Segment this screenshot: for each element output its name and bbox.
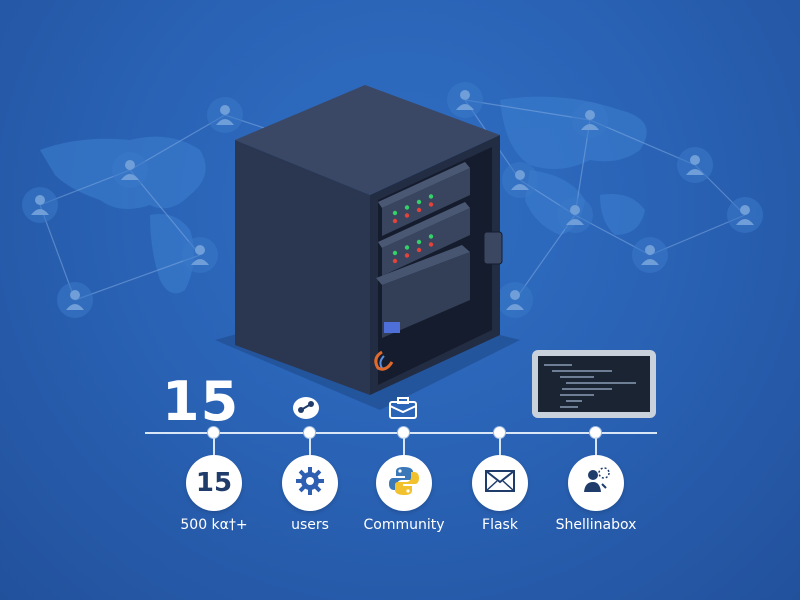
led-green bbox=[392, 210, 398, 216]
server-front bbox=[235, 140, 370, 395]
cable bbox=[374, 350, 394, 371]
led-red bbox=[416, 247, 422, 253]
timeline-node bbox=[398, 427, 409, 438]
rack-unit-1 bbox=[382, 168, 470, 236]
person-node-icon bbox=[112, 152, 148, 188]
headline-number: 15 bbox=[162, 370, 240, 433]
server-rack bbox=[235, 85, 503, 395]
person-node-icon bbox=[447, 82, 483, 118]
person-node-icon bbox=[677, 147, 713, 183]
gear-icon bbox=[294, 465, 326, 502]
timeline-node bbox=[304, 427, 315, 438]
led-red bbox=[416, 207, 422, 213]
person-node-icon bbox=[497, 282, 533, 318]
led-red bbox=[392, 218, 398, 224]
person-node-icon bbox=[207, 97, 243, 133]
person-node-icon bbox=[727, 197, 763, 233]
led-red bbox=[404, 253, 410, 258]
led-green bbox=[404, 205, 410, 210]
person-node-icon bbox=[57, 282, 93, 318]
rack-unit-3 bbox=[382, 252, 470, 338]
person-node-icon bbox=[502, 162, 538, 198]
timeline-node bbox=[590, 427, 601, 438]
step-circle-shellinabox bbox=[568, 455, 624, 511]
step-label-users: users bbox=[291, 517, 329, 533]
step-label-community: Community bbox=[363, 517, 445, 533]
rack-handle bbox=[483, 231, 503, 265]
person-node-icon bbox=[632, 237, 668, 273]
led-red bbox=[392, 258, 398, 264]
led-red bbox=[428, 202, 434, 207]
person-node-icon bbox=[572, 102, 608, 138]
led-red bbox=[404, 213, 410, 218]
led-green bbox=[428, 194, 434, 199]
led-green bbox=[416, 239, 422, 245]
led-green bbox=[428, 234, 434, 239]
terminal-text-lines bbox=[544, 364, 636, 408]
step-count-number: 15 bbox=[195, 468, 233, 498]
user-shield-icon bbox=[579, 464, 613, 503]
step-label-flask: Flask bbox=[482, 517, 518, 533]
timeline-node bbox=[208, 427, 219, 438]
step-label-users-count: 500 kα†+ bbox=[180, 517, 248, 533]
person-node-icon bbox=[557, 197, 593, 233]
person-node-icon bbox=[182, 237, 218, 273]
timeline-node bbox=[494, 427, 505, 438]
briefcase-icon bbox=[388, 396, 418, 425]
step-circle-count: 15 bbox=[186, 455, 242, 511]
step-circle-community bbox=[376, 455, 432, 511]
rack-unit-2 bbox=[382, 208, 470, 276]
led-green bbox=[392, 250, 398, 256]
status-leds bbox=[392, 194, 434, 264]
server-top bbox=[235, 85, 500, 195]
step-circle-flask bbox=[472, 455, 528, 511]
led-green bbox=[416, 199, 422, 205]
led-red bbox=[428, 242, 434, 247]
share-icon bbox=[292, 396, 320, 425]
port-indicator bbox=[384, 322, 400, 333]
step-circle-users bbox=[282, 455, 338, 511]
led-green bbox=[404, 245, 410, 250]
person-node-icon bbox=[22, 187, 58, 223]
envelope-icon bbox=[483, 467, 517, 500]
step-label-shellinabox: Shellinabox bbox=[555, 517, 637, 533]
terminal-monitor bbox=[532, 350, 656, 418]
python-logo-icon bbox=[386, 463, 422, 504]
